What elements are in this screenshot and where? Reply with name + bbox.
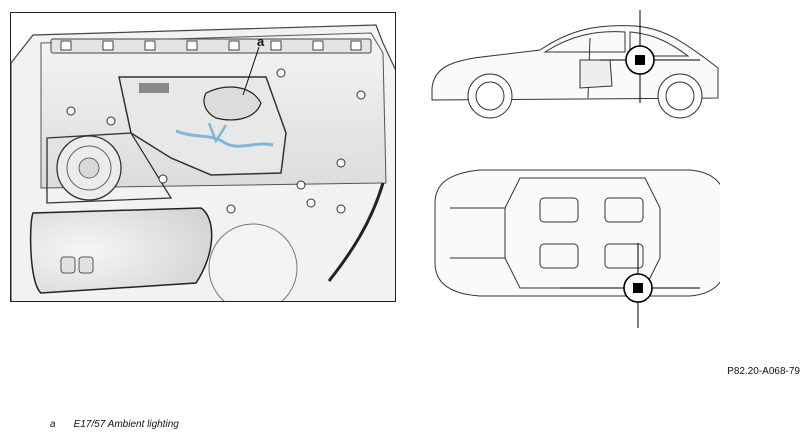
door-panel-illustration: a — [10, 12, 396, 302]
light-guide-branch — [207, 122, 228, 144]
vehicle-views-drawing — [431, 10, 731, 328]
callout-leader-line — [242, 46, 260, 96]
callout-letter: a — [257, 34, 265, 49]
pocket-clip-1 — [60, 256, 76, 274]
lower-speaker — [208, 223, 298, 301]
legend-key: a — [50, 419, 56, 430]
top-view-location-marker — [560, 243, 700, 328]
vehicle-top-view — [434, 169, 731, 297]
vehicle-views — [420, 8, 731, 338]
vehicle-side-view — [431, 25, 719, 119]
ambient-lighting-module — [203, 86, 262, 121]
door-seal — [327, 182, 385, 282]
light-guide-highlight — [175, 129, 274, 148]
side-view-location-marker — [600, 10, 700, 103]
mount-plate — [139, 83, 169, 93]
legend: a E17/57 Ambient lighting — [50, 419, 179, 430]
speaker-ring — [66, 145, 112, 191]
speaker-cone — [78, 157, 100, 179]
drawing-number: P82.20-A068-79 — [727, 366, 800, 377]
door-panel-drawing: a — [11, 24, 395, 301]
door-pocket — [29, 207, 213, 294]
legend-text: E17/57 Ambient lighting — [73, 419, 179, 430]
pocket-clip-2 — [78, 256, 94, 274]
speaker-frame — [46, 132, 173, 204]
mounting-screws — [66, 68, 366, 214]
top-clip-strip — [50, 38, 372, 54]
